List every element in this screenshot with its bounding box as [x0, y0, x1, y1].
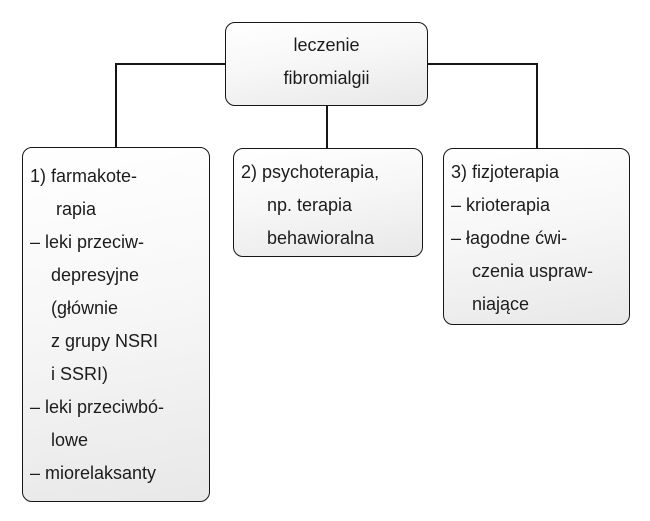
- connector-left-horizontal: [115, 63, 226, 65]
- text-line: np. terapia: [267, 195, 353, 215]
- text-line: 3) fizjoterapia: [451, 162, 560, 182]
- root-box-treatment: leczenie fibromialgii: [225, 22, 428, 106]
- text-line: z grupy NSRI: [51, 331, 159, 351]
- text-line: – krioterapia: [451, 195, 551, 215]
- branch-box-physiotherapy: 3) fizjoterapia – krioterapia – łagodne …: [443, 148, 630, 325]
- branch-box-pharmacotherapy: 1) farmakote- rapia – leki przeciw- depr…: [22, 147, 210, 502]
- text-line: rapia: [56, 199, 97, 219]
- text-line: lowe: [51, 430, 89, 450]
- text-line: behawioralna: [267, 228, 375, 248]
- text-line: i SSRI): [51, 364, 109, 384]
- text-line: fibromialgii: [283, 68, 370, 88]
- connector-center-vertical: [326, 105, 328, 148]
- text-line: – leki przeciw-: [30, 232, 145, 252]
- text-line: czenia uspraw-: [472, 261, 594, 281]
- connector-left-vertical: [115, 63, 117, 147]
- text-line: – łagodne ćwi-: [451, 228, 568, 248]
- branch-box-psychotherapy: 2) psychoterapia, np. terapia behawioral…: [233, 148, 423, 257]
- text-line: leczenie: [293, 35, 360, 55]
- text-line: 1) farmakote-: [30, 166, 138, 186]
- text-line: niające: [472, 294, 530, 314]
- text-line: – leki przeciwbó-: [30, 397, 165, 417]
- text-line: (głównie: [51, 298, 119, 318]
- text-line: – miorelaksanty: [30, 463, 157, 483]
- connector-right-horizontal: [427, 63, 538, 65]
- connector-right-vertical: [536, 63, 538, 148]
- text-line: depresyjne: [51, 265, 140, 285]
- text-line: 2) psychoterapia,: [241, 162, 380, 182]
